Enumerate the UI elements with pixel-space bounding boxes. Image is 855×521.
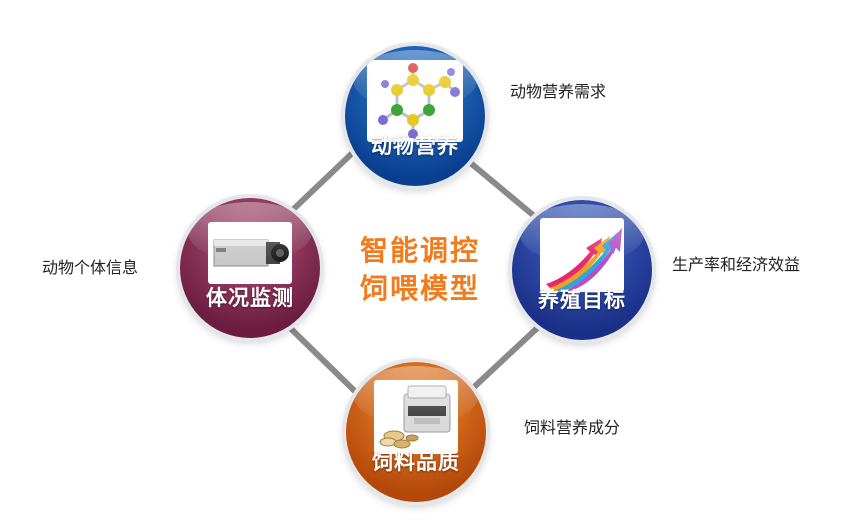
node-breeding-targets: 养殖目标: [512, 200, 652, 340]
camera-icon: [208, 222, 292, 284]
node-animal-nutrition: 动物营养: [345, 46, 485, 186]
connector-left-top: [277, 137, 369, 225]
connector-right-bottom: [455, 315, 551, 405]
node-label: 饲料品质: [372, 450, 460, 474]
node-label: 动物营养: [371, 134, 459, 158]
note-feed-quality: 饲料营养成分: [524, 418, 621, 437]
node-label: 体况监测: [206, 286, 294, 310]
center-title-line1: 智能调控: [359, 234, 480, 267]
note-breeding-targets: 生产率和经济效益: [672, 255, 801, 274]
center-title-line2: 饲喂模型: [359, 272, 480, 305]
rising-arrows-icon: [540, 218, 624, 292]
node-body-condition: 体况监测: [180, 198, 320, 338]
note-animal-nutrition: 动物营养需求: [510, 82, 607, 101]
node-label: 养殖目标: [538, 288, 626, 312]
feed-analyzer-icon: [374, 380, 458, 454]
center-title: 智能调控 饲喂模型: [340, 232, 500, 308]
node-feed-quality: 饲料品质: [346, 362, 486, 502]
note-body-condition: 动物个体信息: [42, 258, 139, 277]
molecule-icon: [367, 60, 463, 142]
connector-top-right: [452, 147, 548, 228]
connector-bottom-left: [279, 317, 371, 407]
